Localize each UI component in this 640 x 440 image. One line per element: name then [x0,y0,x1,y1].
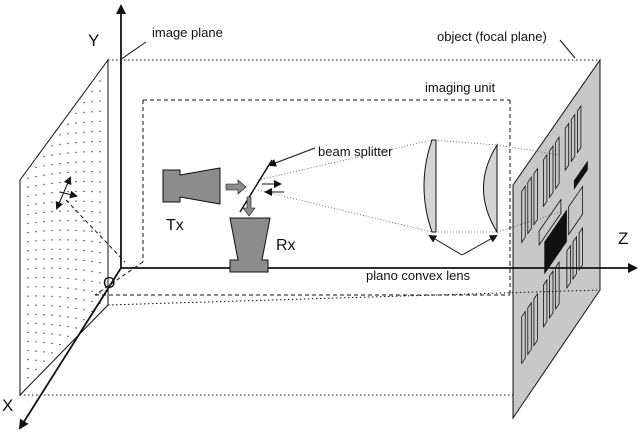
x-axis-line [18,267,122,430]
rx-receiver [229,217,271,273]
beam-splitter-pointer [268,147,316,167]
image-projection-line [65,199,126,263]
plano-convex-lens-1 [423,139,437,233]
x-axis-label: X [2,396,13,415]
tx-label: Tx [166,217,184,234]
imaging-unit-label: imaging unit [425,80,495,95]
imaging-unit-box [94,99,511,296]
origin-label: O [103,275,115,292]
image-plane-grid [27,80,101,379]
image-plane-label: image plane [152,25,223,40]
resolution-target [521,104,588,365]
beam-arrows [225,179,284,217]
ray-lines [257,139,561,233]
image-point-arrows [55,176,78,210]
object-plane [512,58,601,420]
z-axis-label: Z [618,229,628,248]
plano-convex-lens-2 [483,143,498,234]
rx-label: Rx [276,237,296,254]
image-plane [19,58,109,397]
lens-pointer-arrows [428,234,498,256]
y-axis-label: Y [88,31,99,50]
tx-transmitter [162,167,221,205]
lens-label: plano convex lens [366,268,471,283]
leader-lines [119,39,576,61]
beam-splitter [239,159,273,213]
axes [18,4,638,430]
object-label: object (focal plane) [437,29,547,44]
beam-splitter-label: beam splitter [318,144,393,159]
